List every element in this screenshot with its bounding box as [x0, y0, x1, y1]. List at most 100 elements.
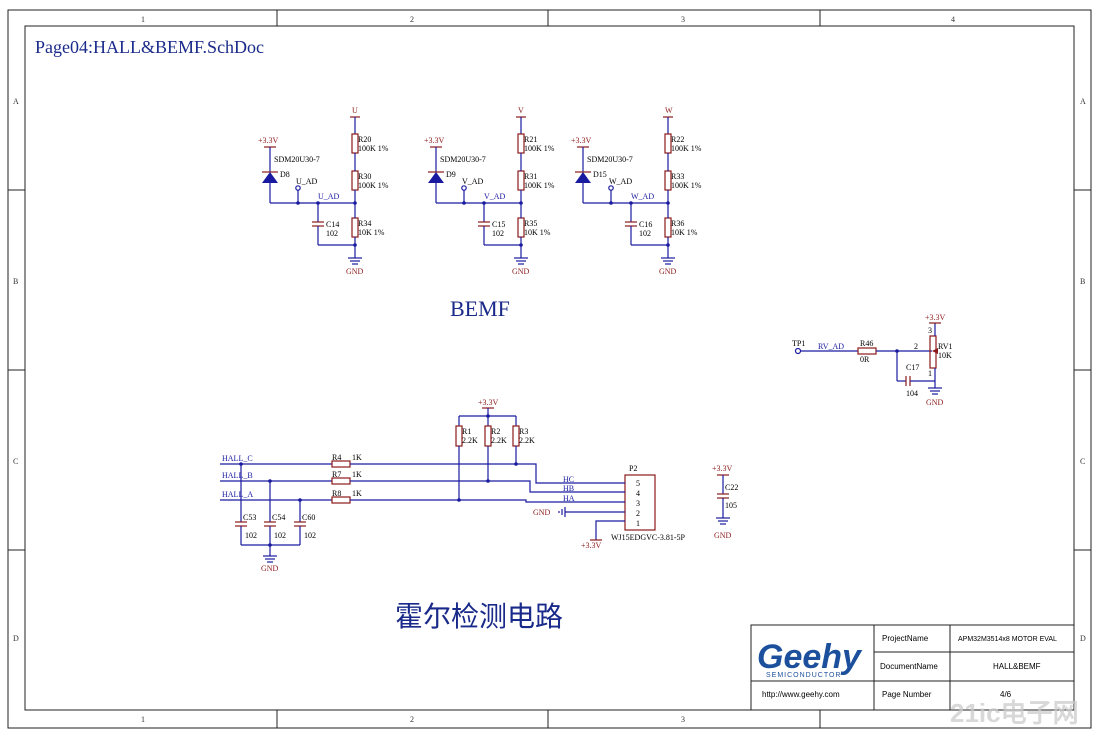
company-url: http://www.geehy.com — [762, 690, 840, 699]
ha-net-label: HA — [563, 494, 575, 503]
tp1-testpoint — [794, 347, 802, 355]
r46-value: 0R — [860, 355, 870, 364]
c54-ref: C54 — [272, 513, 285, 522]
outer-frame — [7, 9, 1092, 729]
c22-ref: C22 — [725, 483, 738, 492]
r7-ref: R7 — [332, 470, 341, 479]
r21-ref: R21 — [524, 135, 537, 144]
p2-connector — [624, 474, 656, 531]
r22-ref: R22 — [671, 135, 684, 144]
diode-power-u: +3.3V — [258, 136, 279, 145]
testpoint-label-w: W_AD — [609, 177, 632, 186]
zone-label-A: A — [13, 97, 19, 106]
zone-label-C-right: C — [1080, 457, 1085, 466]
zone-label-1: 1 — [141, 15, 145, 24]
hall-net-hall_c: HALL_C — [222, 454, 253, 463]
p2-pin3: 3 — [636, 499, 640, 508]
rv1-value: 10K — [938, 351, 952, 360]
r7-value: 1K — [352, 470, 362, 479]
geehy-logo-sub: SEMICONDUCTOR — [766, 672, 841, 679]
rv1-pin3: 3 — [928, 326, 932, 335]
p2-ref: P2 — [629, 464, 637, 473]
diode-part-w: SDM20U30-7 — [587, 155, 633, 164]
inner-frame — [24, 25, 1075, 711]
r34-ref: R34 — [358, 219, 371, 228]
net-label-u: U_AD — [318, 192, 340, 201]
c60-value: 102 — [304, 531, 316, 540]
rv1-ref: RV1 — [938, 342, 952, 351]
d15-ref: D15 — [593, 170, 607, 179]
r33-value: 100K 1% — [671, 181, 702, 190]
sheet-title: Page04:HALL&BEMF.SchDoc — [35, 37, 264, 57]
p2-pin5: 5 — [636, 479, 640, 488]
p2-power-label: +3.3V — [581, 541, 602, 550]
testpoint-label-v: V_AD — [462, 177, 484, 186]
title-block: Geehy SEMICONDUCTOR http://www.geehy.com… — [750, 624, 1075, 711]
zone-label-2-bottom: 2 — [410, 715, 414, 724]
c22-value: 105 — [725, 501, 737, 510]
r36-value: 10K 1% — [671, 228, 698, 237]
r8-value: 1K — [352, 489, 362, 498]
page-label: Page Number — [882, 690, 932, 699]
r22-value: 100K 1% — [671, 144, 702, 153]
zone-label-B-right: B — [1080, 277, 1085, 286]
d8-diode — [262, 172, 278, 183]
r30-value: 100K 1% — [358, 181, 389, 190]
geehy-logo: Geehy — [757, 638, 863, 676]
r3-ref: R3 — [519, 427, 528, 436]
c17-ref: C17 — [906, 363, 919, 372]
hb-net-label: HB — [563, 484, 574, 493]
zone-label-3-bottom: 3 — [681, 715, 685, 724]
zone-label-4: 4 — [951, 15, 955, 24]
r31-value: 100K 1% — [524, 181, 555, 190]
rail-w-label: W — [665, 106, 673, 115]
testpoint-w — [608, 185, 614, 191]
zone-label-3: 3 — [681, 15, 685, 24]
rail-v-label: V — [518, 106, 524, 115]
zone-dividers — [8, 10, 1091, 728]
zone-labels: 1 2 3 4 1 2 3 A B C D A B C D — [13, 15, 1086, 724]
hall-net-hall_a: HALL_A — [222, 490, 253, 499]
doc-value: HALL&BEMF — [993, 662, 1041, 671]
r33-ref: R33 — [671, 172, 684, 181]
r35-ref: R35 — [524, 219, 537, 228]
testpoint-v — [461, 185, 467, 191]
diode-part-u: SDM20U30-7 — [274, 155, 320, 164]
r8-ref: R8 — [332, 489, 341, 498]
c22-power-label: +3.3V — [712, 464, 733, 473]
c54-value: 102 — [274, 531, 286, 540]
d8-ref: D8 — [280, 170, 290, 179]
page-value: 4/6 — [1000, 690, 1012, 699]
gnd-label-u: GND — [346, 267, 364, 276]
r34-value: 10K 1% — [358, 228, 385, 237]
project-label: ProjectName — [882, 634, 929, 643]
c60-ref: C60 — [302, 513, 315, 522]
watermark-logo: 21ic电子网 — [950, 698, 1079, 728]
hall-net-hall_b: HALL_B — [222, 471, 253, 480]
r4-value: 1K — [352, 453, 362, 462]
zone-label-1-bottom: 1 — [141, 715, 145, 724]
diode-part-v: SDM20U30-7 — [440, 155, 486, 164]
r3-value: 2.2K — [519, 436, 535, 445]
zone-label-2: 2 — [410, 15, 414, 24]
diode-power-w: +3.3V — [571, 136, 592, 145]
r20-ref: R20 — [358, 135, 371, 144]
c17-value: 104 — [906, 389, 918, 398]
r20-value: 100K 1% — [358, 144, 389, 153]
p2-pin2: 2 — [636, 509, 640, 518]
zone-label-C: C — [13, 457, 18, 466]
rv-ad-net-label: RV_AD — [818, 342, 844, 351]
rv1-pin1: 1 — [928, 369, 932, 378]
gnd-label-v: GND — [512, 267, 530, 276]
pot-block: TP1 RV_AD R46 0R 2 C17 104 RV1 10K 3 1 +… — [792, 313, 952, 407]
d9-ref: D9 — [446, 170, 456, 179]
c53-ref: C53 — [243, 513, 256, 522]
p2-pin1: 1 — [636, 519, 640, 528]
net-label-v: V_AD — [484, 192, 506, 201]
doc-label: DocumentName — [880, 662, 938, 671]
d9-diode — [428, 172, 444, 183]
c16-value: 102 — [639, 229, 651, 238]
bemf-section-title: BEMF — [450, 296, 510, 321]
